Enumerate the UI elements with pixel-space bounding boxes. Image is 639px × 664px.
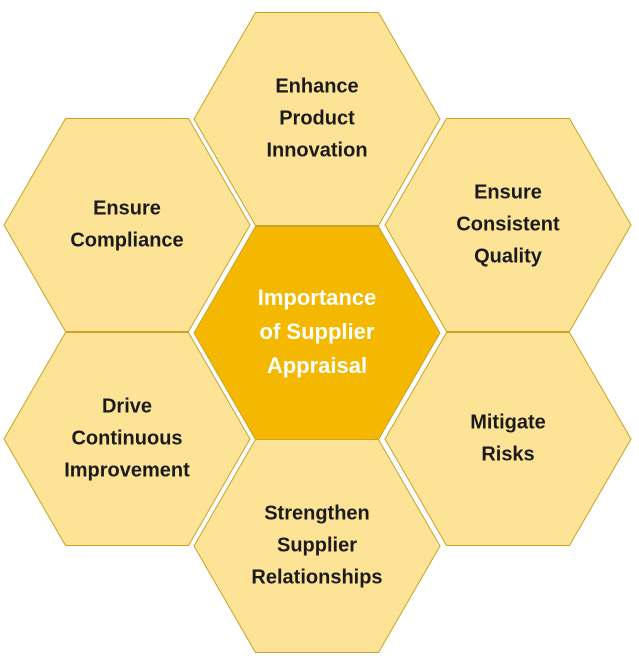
hexagon-shape-upper-left — [3, 118, 251, 332]
hexagon-label-upper-left-line-2: Compliance — [70, 229, 183, 251]
hexagon-label-bottom-line-2: Supplier — [277, 534, 357, 556]
hexagon-label-upper-left-line-1: Ensure — [93, 197, 161, 219]
hexagon-label-lower-right-line-2: Risks — [481, 443, 534, 465]
hexagon-label-lower-left-line-1: Drive — [102, 395, 152, 417]
hexagon-shape-upper-right — [384, 118, 632, 332]
hexagon-label-top-line-3: Innovation — [266, 139, 367, 161]
hexagon-label-center-line-1: Importance — [258, 285, 377, 310]
hexagon-label-bottom-line-3: Relationships — [251, 566, 382, 588]
hexagon-label-bottom-line-1: Strengthen — [264, 502, 370, 524]
hexagon-label-center-line-3: Appraisal — [267, 353, 367, 378]
hexagon-label-lower-right-line-1: Mitigate — [470, 411, 546, 433]
hexagon-label-lower-left-line-2: Continuous — [71, 427, 182, 449]
hexagon-shape-top — [193, 12, 441, 226]
hexagon-shape-lower-right — [384, 332, 632, 546]
hexagon-label-upper-right-line-3: Quality — [474, 245, 543, 267]
hexagon-label-top-line-1: Enhance — [275, 75, 358, 97]
hexagon-shape-center — [193, 226, 441, 440]
hexagon-shape-lower-left — [3, 332, 251, 546]
hexagon-label-top-line-2: Product — [279, 107, 355, 129]
hexagon-label-upper-right-line-2: Consistent — [456, 213, 560, 235]
hexagon-label-upper-right-line-1: Ensure — [474, 181, 542, 203]
hexagon-label-lower-left-line-3: Improvement — [64, 459, 190, 481]
hexagon-label-center-line-2: of Supplier — [260, 319, 375, 344]
